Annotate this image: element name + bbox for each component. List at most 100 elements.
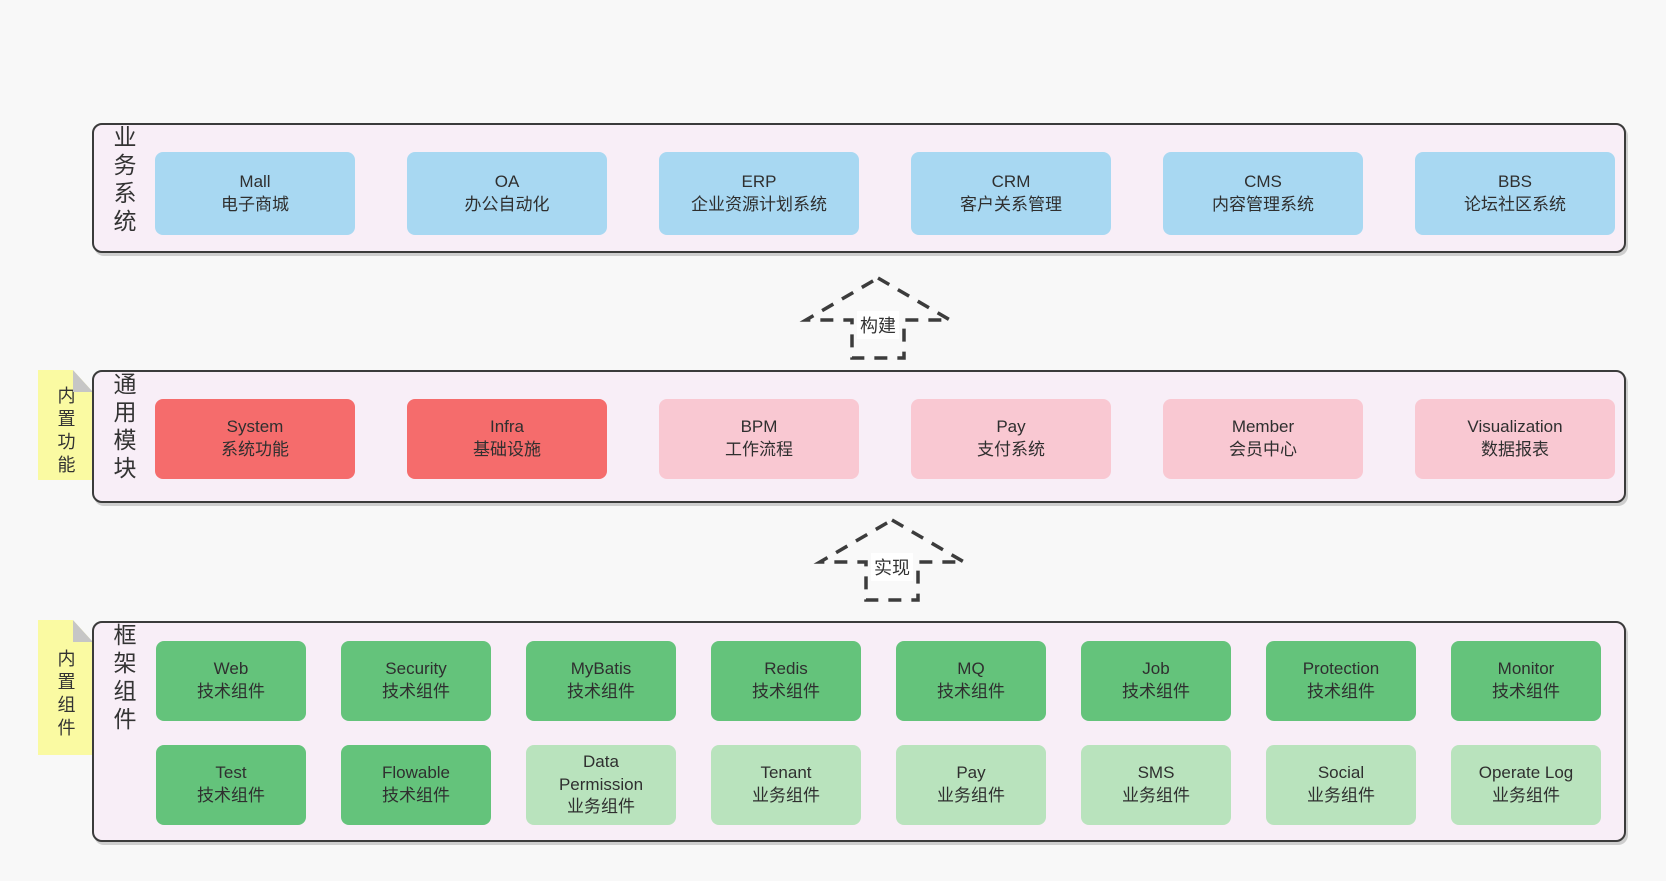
box-mybatis: MyBatis 技术组件	[526, 641, 676, 721]
modules-layer-label: 通用模块	[110, 372, 136, 484]
box-cms-name: CMS	[1244, 171, 1282, 191]
box-tenant-name: Tenant	[760, 763, 812, 783]
box-mybatis-subtitle: 技术组件	[567, 682, 635, 701]
common-modules-layer: 通用模块 System 系统功能 Infra 基础设施 BPM 工作流程 Pay…	[92, 370, 1626, 503]
box-test-name: Test	[215, 763, 247, 783]
components-box-row-2: Test 技术组件 Flowable 技术组件 Data Permission …	[156, 745, 1601, 825]
framework-components-layer: 框架组件 Web 技术组件 Security 技术组件 MyBatis 技术组件…	[92, 621, 1626, 842]
box-flowable: Flowable 技术组件	[341, 745, 491, 825]
box-visualization-subtitle: 数据报表	[1481, 440, 1549, 459]
box-pay-module: Pay 支付系统	[911, 399, 1111, 479]
box-mybatis-name: MyBatis	[570, 659, 632, 679]
box-redis: Redis 技术组件	[711, 641, 861, 721]
folded-corner-icon	[73, 370, 93, 392]
box-system: System 系统功能	[155, 399, 355, 479]
box-job: Job 技术组件	[1081, 641, 1231, 721]
box-infra-name: Infra	[489, 417, 525, 437]
box-cms: CMS 内容管理系统	[1163, 152, 1363, 235]
box-pay-component-name: Pay	[956, 763, 986, 783]
box-operate-log: Operate Log 业务组件	[1451, 745, 1601, 825]
box-member-name: Member	[1231, 417, 1295, 437]
box-monitor-name: Monitor	[1497, 659, 1555, 679]
business-layer-label: 业务系统	[110, 125, 136, 237]
box-system-name: System	[226, 417, 284, 437]
business-systems-layer: 业务系统 Mall 电子商城 OA 办公自动化 ERP 企业资源计划系统 CRM…	[92, 123, 1626, 253]
box-flowable-subtitle: 技术组件	[382, 786, 450, 805]
box-crm-subtitle: 客户关系管理	[960, 194, 1062, 214]
box-pay-component: Pay 业务组件	[896, 745, 1046, 825]
box-flowable-name: Flowable	[381, 763, 451, 783]
business-box-row: Mall 电子商城 OA 办公自动化 ERP 企业资源计划系统 CRM 客户关系…	[155, 152, 1615, 235]
box-operate-log-subtitle: 业务组件	[1492, 786, 1560, 805]
build-arrow: 构建	[799, 275, 957, 361]
box-bbs-subtitle: 论坛社区系统	[1464, 194, 1566, 214]
box-sms-name: SMS	[1137, 763, 1175, 783]
implement-arrow: 实现	[813, 517, 971, 603]
box-data-permission-subtitle: 业务组件	[567, 797, 635, 817]
built-in-features-tab: 内置功能	[38, 370, 93, 480]
box-bbs: BBS 论坛社区系统	[1415, 152, 1615, 235]
box-mq: MQ 技术组件	[896, 641, 1046, 721]
box-member-subtitle: 会员中心	[1229, 440, 1297, 459]
components-layer-label: 框架组件	[110, 623, 136, 735]
box-web: Web 技术组件	[156, 641, 306, 721]
box-social-name: Social	[1317, 763, 1365, 783]
built-in-components-tab: 内置组件	[38, 620, 93, 755]
box-pay-module-subtitle: 支付系统	[977, 440, 1045, 459]
box-data-permission-name: Data Permission	[558, 751, 644, 794]
box-redis-subtitle: 技术组件	[752, 682, 820, 701]
box-mall-subtitle: 电子商城	[221, 194, 289, 214]
build-arrow-label: 构建	[857, 311, 899, 339]
box-bbs-name: BBS	[1497, 171, 1533, 191]
box-visualization-name: Visualization	[1467, 417, 1563, 437]
box-pay-component-subtitle: 业务组件	[937, 786, 1005, 805]
box-cms-subtitle: 内容管理系统	[1212, 194, 1314, 214]
box-tenant-subtitle: 业务组件	[752, 786, 820, 805]
built-in-features-tab-label: 内置功能	[55, 386, 76, 478]
box-data-permission: Data Permission 业务组件	[526, 745, 676, 825]
box-crm: CRM 客户关系管理	[911, 152, 1111, 235]
box-security-name: Security	[385, 659, 447, 679]
folded-corner-icon	[73, 620, 93, 642]
box-protection-subtitle: 技术组件	[1307, 682, 1375, 701]
box-erp-name: ERP	[741, 171, 777, 191]
box-web-name: Web	[213, 659, 249, 679]
box-mq-subtitle: 技术组件	[937, 682, 1005, 701]
box-oa-subtitle: 办公自动化	[464, 194, 550, 214]
box-infra: Infra 基础设施	[407, 399, 607, 479]
box-web-subtitle: 技术组件	[197, 682, 265, 701]
box-protection: Protection 技术组件	[1266, 641, 1416, 721]
components-box-row-1: Web 技术组件 Security 技术组件 MyBatis 技术组件 Redi…	[156, 641, 1601, 721]
box-job-name: Job	[1142, 659, 1170, 679]
box-test-subtitle: 技术组件	[197, 786, 265, 805]
box-tenant: Tenant 业务组件	[711, 745, 861, 825]
box-sms-subtitle: 业务组件	[1122, 786, 1190, 805]
built-in-components-tab-label: 内置组件	[55, 648, 76, 741]
box-job-subtitle: 技术组件	[1122, 682, 1190, 701]
box-bpm-subtitle: 工作流程	[725, 440, 793, 459]
box-sms: SMS 业务组件	[1081, 745, 1231, 825]
box-test: Test 技术组件	[156, 745, 306, 825]
box-protection-name: Protection	[1302, 659, 1380, 679]
box-social-subtitle: 业务组件	[1307, 786, 1375, 805]
box-security-subtitle: 技术组件	[382, 682, 450, 701]
box-mq-name: MQ	[957, 659, 985, 679]
implement-arrow-label: 实现	[871, 553, 913, 581]
box-monitor: Monitor 技术组件	[1451, 641, 1601, 721]
box-erp: ERP 企业资源计划系统	[659, 152, 859, 235]
box-pay-module-name: Pay	[996, 417, 1026, 437]
box-system-subtitle: 系统功能	[221, 440, 289, 459]
box-mall-name: Mall	[239, 171, 271, 191]
box-infra-subtitle: 基础设施	[473, 440, 541, 459]
box-erp-subtitle: 企业资源计划系统	[691, 194, 827, 214]
box-bpm: BPM 工作流程	[659, 399, 859, 479]
modules-box-row: System 系统功能 Infra 基础设施 BPM 工作流程 Pay 支付系统…	[155, 399, 1615, 479]
box-crm-name: CRM	[991, 171, 1031, 191]
box-oa: OA 办公自动化	[407, 152, 607, 235]
box-security: Security 技术组件	[341, 641, 491, 721]
box-social: Social 业务组件	[1266, 745, 1416, 825]
box-operate-log-name: Operate Log	[1478, 763, 1574, 783]
box-member: Member 会员中心	[1163, 399, 1363, 479]
box-redis-name: Redis	[764, 659, 808, 679]
